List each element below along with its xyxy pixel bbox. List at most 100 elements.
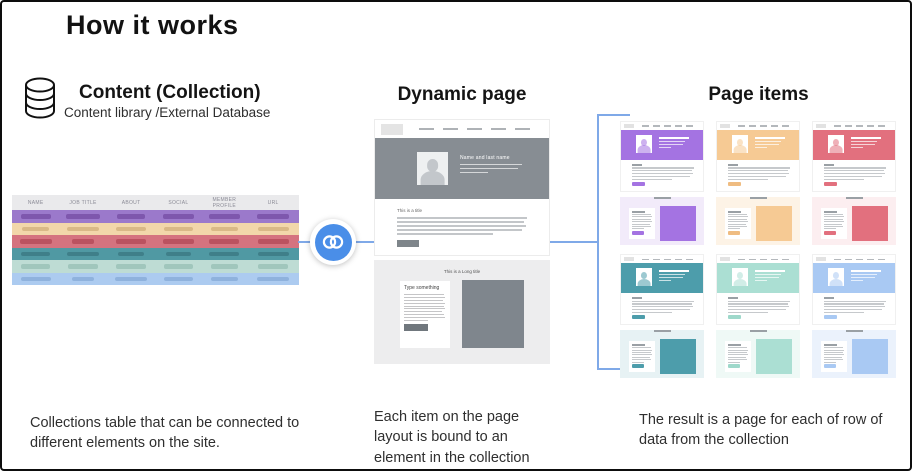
- mini-page-body: [717, 293, 799, 324]
- section-title: This is a title: [397, 208, 423, 213]
- mini-long-title: [749, 197, 767, 199]
- avatar-placeholder: [417, 152, 448, 185]
- mini-section-title: [824, 164, 834, 166]
- menu-placeholders: [419, 128, 530, 130]
- collection-table: NAME JOB TITLE ABOUT SOCIAL MEMBER PROFI…: [12, 195, 299, 285]
- mini-button-placeholder: [824, 182, 837, 187]
- mini-page-bottom: [812, 197, 896, 246]
- table-cell: [247, 260, 299, 273]
- mini-button-placeholder: [631, 231, 644, 235]
- table-cell: [107, 235, 156, 248]
- table-cell: [201, 273, 247, 286]
- mini-logo-placeholder: [624, 124, 634, 128]
- mini-menu-placeholders: [738, 125, 789, 127]
- table-cell: [12, 210, 59, 223]
- left-caption: Collections table that can be connected …: [30, 415, 300, 452]
- table-cell: [107, 260, 156, 273]
- mini-text-card: [821, 208, 847, 240]
- hero-text: Name and last name: [460, 155, 535, 173]
- bracket-top-arm: [597, 114, 630, 116]
- mini-hero-text: [851, 270, 889, 282]
- mini-section-title: [632, 297, 642, 299]
- table-cell: [59, 248, 106, 261]
- hero-title: Name and last name: [460, 155, 510, 161]
- table-cell: [107, 248, 156, 261]
- mini-section-title: [728, 297, 738, 299]
- mini-logo-placeholder: [816, 257, 826, 262]
- column-header: NAME: [27, 199, 44, 206]
- table-cell: [107, 273, 156, 286]
- mini-navbar: [813, 255, 895, 263]
- column-header: URL: [267, 199, 279, 206]
- mini-avatar-placeholder: [732, 135, 748, 153]
- mini-logo-placeholder: [624, 257, 634, 262]
- mini-page-top: [620, 121, 704, 193]
- table-cell: [201, 210, 247, 223]
- mini-menu-placeholders: [642, 258, 693, 260]
- mini-logo-placeholder: [720, 257, 730, 262]
- table-row-mint-row: [12, 260, 299, 273]
- mini-navbar: [621, 122, 703, 130]
- table-cell: [155, 210, 201, 223]
- mini-long-title: [653, 330, 671, 333]
- mini-logo-placeholder: [816, 124, 826, 128]
- collection-heading: Content (Collection): [79, 82, 261, 103]
- mini-long-title: [653, 197, 671, 199]
- text-card: Type something: [400, 281, 450, 348]
- mini-text-card: [725, 208, 751, 240]
- mini-card-title: [823, 343, 837, 346]
- mini-text-card: [629, 341, 655, 373]
- mini-hero-text: [659, 137, 697, 149]
- mini-page-bottom: [716, 197, 800, 246]
- column-header: SOCIAL: [168, 199, 189, 206]
- table-cell: [59, 273, 106, 286]
- mini-page-body: [717, 160, 799, 191]
- page-items-heading: Page items: [708, 84, 809, 105]
- middle-caption: Each item on the page layout is bound to…: [374, 409, 530, 466]
- bracket-vertical: [597, 114, 599, 370]
- mini-button-placeholder: [632, 182, 645, 187]
- mini-page-body: [621, 160, 703, 191]
- mini-text-card: [821, 341, 847, 373]
- table-row-orange-row: [12, 222, 299, 236]
- dynamic-page-mockup-bottom: This is a Long title Type something: [374, 260, 550, 364]
- mini-hero: [717, 130, 799, 160]
- table-cell: [59, 223, 106, 236]
- mini-menu-placeholders: [834, 258, 885, 260]
- mini-long-title: [749, 330, 767, 333]
- mini-hero: [621, 263, 703, 294]
- page-item-purple: [620, 121, 704, 246]
- mini-long-title: [845, 330, 863, 333]
- page-item-mint: [716, 254, 800, 379]
- mini-page-body: [813, 293, 895, 324]
- table-cell: [201, 260, 247, 273]
- mini-menu-placeholders: [834, 125, 885, 127]
- mini-button-placeholder: [727, 364, 740, 368]
- mini-image-placeholder: [756, 206, 792, 242]
- table-cell: [247, 273, 299, 286]
- table-row-blue-row: [12, 272, 299, 286]
- mini-avatar-placeholder: [732, 268, 748, 287]
- mini-button-placeholder: [728, 315, 741, 320]
- mini-page-body: [621, 293, 703, 324]
- connector-line-mid: [355, 241, 376, 243]
- mini-hero-text: [659, 270, 697, 282]
- long-title: This is a Long title: [443, 269, 481, 274]
- card-title: Type something: [404, 285, 440, 291]
- mini-hero: [621, 130, 703, 160]
- table-cell: [155, 223, 201, 236]
- mini-image-placeholder: [756, 339, 792, 375]
- table-cell: [201, 235, 247, 248]
- table-row-purple-row: [12, 210, 299, 223]
- mini-section-title: [728, 164, 738, 166]
- mini-image-placeholder: [852, 206, 888, 242]
- mini-logo-placeholder: [720, 124, 730, 128]
- mini-section-title: [632, 164, 642, 166]
- mini-button-placeholder: [727, 231, 740, 235]
- connector-line-right: [550, 241, 598, 243]
- mini-card-title: [727, 343, 741, 346]
- table-cell: [59, 260, 106, 273]
- table-cell: [155, 273, 201, 286]
- table-cell: [12, 273, 59, 286]
